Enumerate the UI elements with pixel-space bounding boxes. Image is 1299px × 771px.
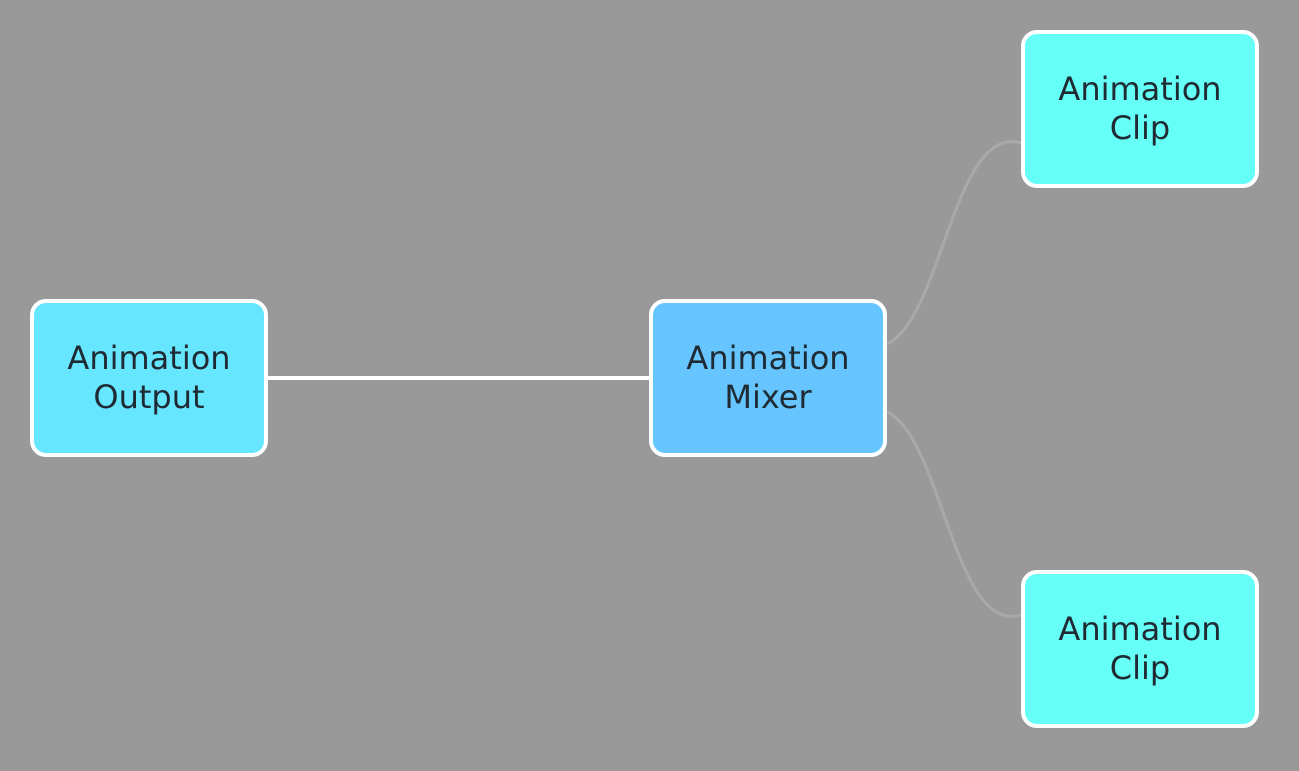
node-label: Animation Output <box>67 339 230 417</box>
node-label-line2: Clip <box>1109 109 1171 147</box>
node-animation-output[interactable]: Animation Output <box>30 299 268 457</box>
node-label-line1: Animation <box>686 339 850 377</box>
node-label-line1: Animation <box>1058 70 1222 108</box>
node-label: Animation Mixer <box>686 339 849 417</box>
node-animation-clip-1[interactable]: Animation Clip <box>1021 30 1259 188</box>
node-label-line1: Animation <box>67 339 231 377</box>
node-label-line1: Animation <box>1058 610 1222 648</box>
node-label: Animation Clip <box>1058 610 1221 688</box>
node-animation-mixer[interactable]: Animation Mixer <box>649 299 887 457</box>
edge-layer <box>268 140 1022 618</box>
node-label: Animation Clip <box>1058 70 1221 148</box>
node-label-line2: Clip <box>1109 649 1171 687</box>
node-animation-clip-2[interactable]: Animation Clip <box>1021 570 1259 728</box>
node-label-line2: Mixer <box>724 378 812 416</box>
edge-mixer-to-clip_1 <box>886 140 1022 346</box>
node-label-line2: Output <box>93 378 205 416</box>
edge-mixer-to-clip_2 <box>886 410 1022 618</box>
